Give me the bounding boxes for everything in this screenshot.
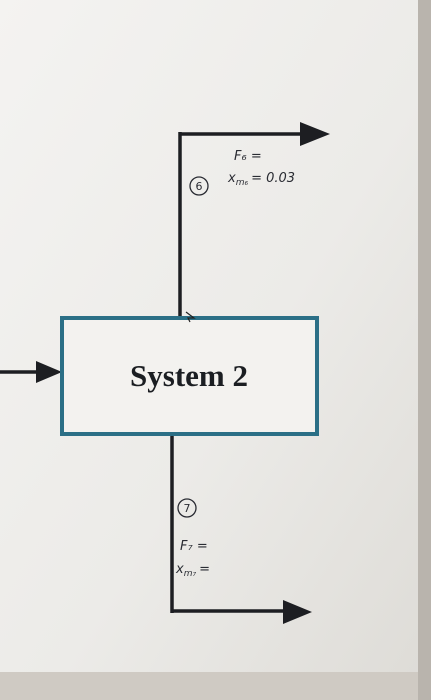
stream-7-fraction-symbol: x (175, 562, 184, 577)
stream-6-number: 6 (196, 180, 203, 193)
stream-7-line (170, 434, 312, 624)
stream-7-flow-label: F₇ = (180, 539, 208, 554)
stream-6-fraction-symbol: x (227, 171, 236, 186)
stream-7-fraction-value: = (199, 562, 210, 577)
photo-edge-bottom (0, 672, 431, 700)
stream-6-fraction-value: = 0.03 (251, 171, 295, 186)
stream-7-circle (177, 498, 197, 518)
photo-edge-right (418, 0, 431, 700)
stream-6-flow-label: F₆ = (234, 149, 262, 164)
stream-7-fraction-sub: m₇ (184, 569, 197, 579)
system-label: System 2 (130, 358, 248, 393)
cursor-mark (185, 311, 196, 323)
inlet-arrow (0, 361, 62, 383)
stream-6-line (178, 122, 330, 322)
stream-6-fraction: xm₆= 0.03 (227, 171, 295, 188)
stream-7-fraction: xm₇= (175, 562, 210, 579)
stream-6-fraction-sub: m₆ (236, 178, 249, 188)
stream-6-circle (189, 176, 209, 196)
stream-7-number: 7 (184, 502, 191, 515)
system-box (60, 316, 319, 436)
